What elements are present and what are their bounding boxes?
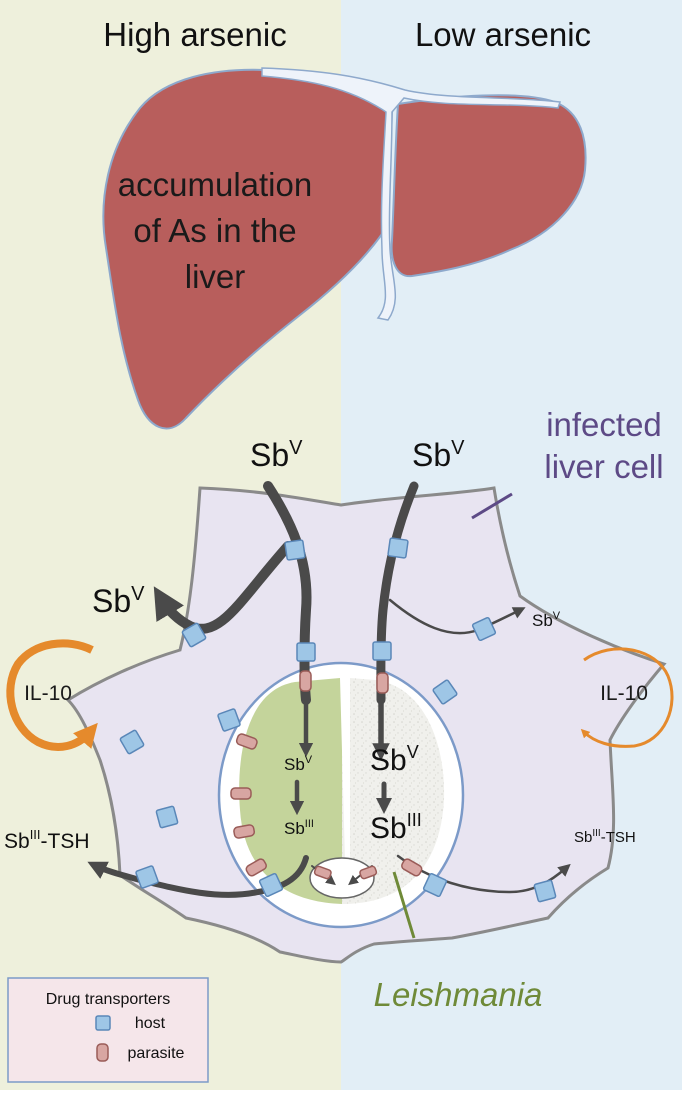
host-transporter	[155, 805, 179, 829]
sbv-label-top-left: SbV	[250, 437, 303, 473]
sbv-efflux-right	[388, 598, 526, 635]
infected-cell-pointer	[471, 492, 513, 520]
liver: accumulation of As in the liver	[102, 67, 587, 430]
parasite-transporter	[401, 858, 423, 877]
low-arsenic-title: Low arsenic	[415, 16, 591, 53]
host-transporter	[296, 642, 316, 662]
parasite-transporters	[230, 670, 423, 880]
parasite-transporter	[233, 824, 256, 839]
host-transporter	[135, 865, 159, 889]
host-transporter	[471, 616, 497, 642]
host-transporter	[119, 729, 145, 755]
host-transporter	[422, 872, 448, 898]
host-transporter	[432, 679, 458, 705]
parasite-transporter	[359, 865, 378, 880]
legend-parasite-swatch	[96, 1043, 109, 1062]
parasite-transporter	[299, 670, 312, 692]
infected-cell-label-line2: liver cell	[544, 448, 663, 485]
liver-label-line1: accumulation	[118, 166, 312, 203]
liver-ligament	[261, 67, 562, 321]
flagellar-pocket	[309, 857, 375, 899]
high-arsenic-title: High arsenic	[103, 16, 286, 53]
sbiii-tsh-label-right: SbIII-TSH	[574, 828, 636, 846]
sbiii-tsh-efflux-left	[87, 855, 309, 898]
host-transporter	[258, 872, 284, 898]
leishmania-pointer	[392, 871, 416, 939]
liver-right-lobe	[390, 94, 587, 278]
species-labels: SbV SbV SbV SbV SbV SbV SbIII SbIII SbII…	[4, 437, 636, 853]
leishmania-label: Leishmania	[374, 976, 543, 1013]
parasite-transporter	[376, 672, 389, 694]
host-transporter	[217, 708, 241, 732]
legend-title: Drug transporters	[46, 991, 171, 1008]
sbv-label-top-right: SbV	[412, 437, 465, 473]
sbv-label-parasite-right: SbV	[370, 742, 419, 777]
parasite-transporter	[230, 787, 252, 800]
liver-label-line2: of As in the	[133, 212, 296, 249]
sbiii-tsh-label-left: SbIII-TSH	[4, 827, 90, 853]
legend: Drug transporters host parasite	[7, 977, 209, 1083]
sbiii-label-parasite-left: SbIII	[284, 818, 314, 838]
sbiii-label-parasite-right: SbIII	[370, 810, 422, 845]
host-transporter	[387, 537, 409, 559]
il10-loop-right: IL-10	[580, 647, 674, 748]
il10-label-left: IL-10	[24, 682, 72, 705]
host-transporter	[284, 539, 306, 561]
il10-loop-left: IL-10	[6, 639, 98, 751]
host-transporter	[533, 879, 557, 903]
legend-host-label: host	[135, 1015, 166, 1032]
sbv-label-parasite-left: SbV	[284, 754, 313, 774]
parasite-transporter	[235, 733, 258, 750]
liver-label-line3: liver	[185, 258, 246, 295]
host-transporters	[119, 537, 557, 903]
host-transporter	[181, 622, 207, 648]
legend-host-swatch	[95, 1015, 111, 1031]
parasite-transporter	[245, 858, 267, 877]
il10-label-right: IL-10	[600, 682, 648, 705]
sbv-label-efflux-left: SbV	[92, 583, 145, 619]
legend-parasite-label: parasite	[128, 1045, 185, 1062]
infected-cell-label-line1: infected	[546, 406, 662, 443]
parasite-transporter	[313, 865, 332, 880]
host-transporter	[372, 641, 392, 661]
sbv-label-efflux-right: SbV	[532, 610, 561, 630]
